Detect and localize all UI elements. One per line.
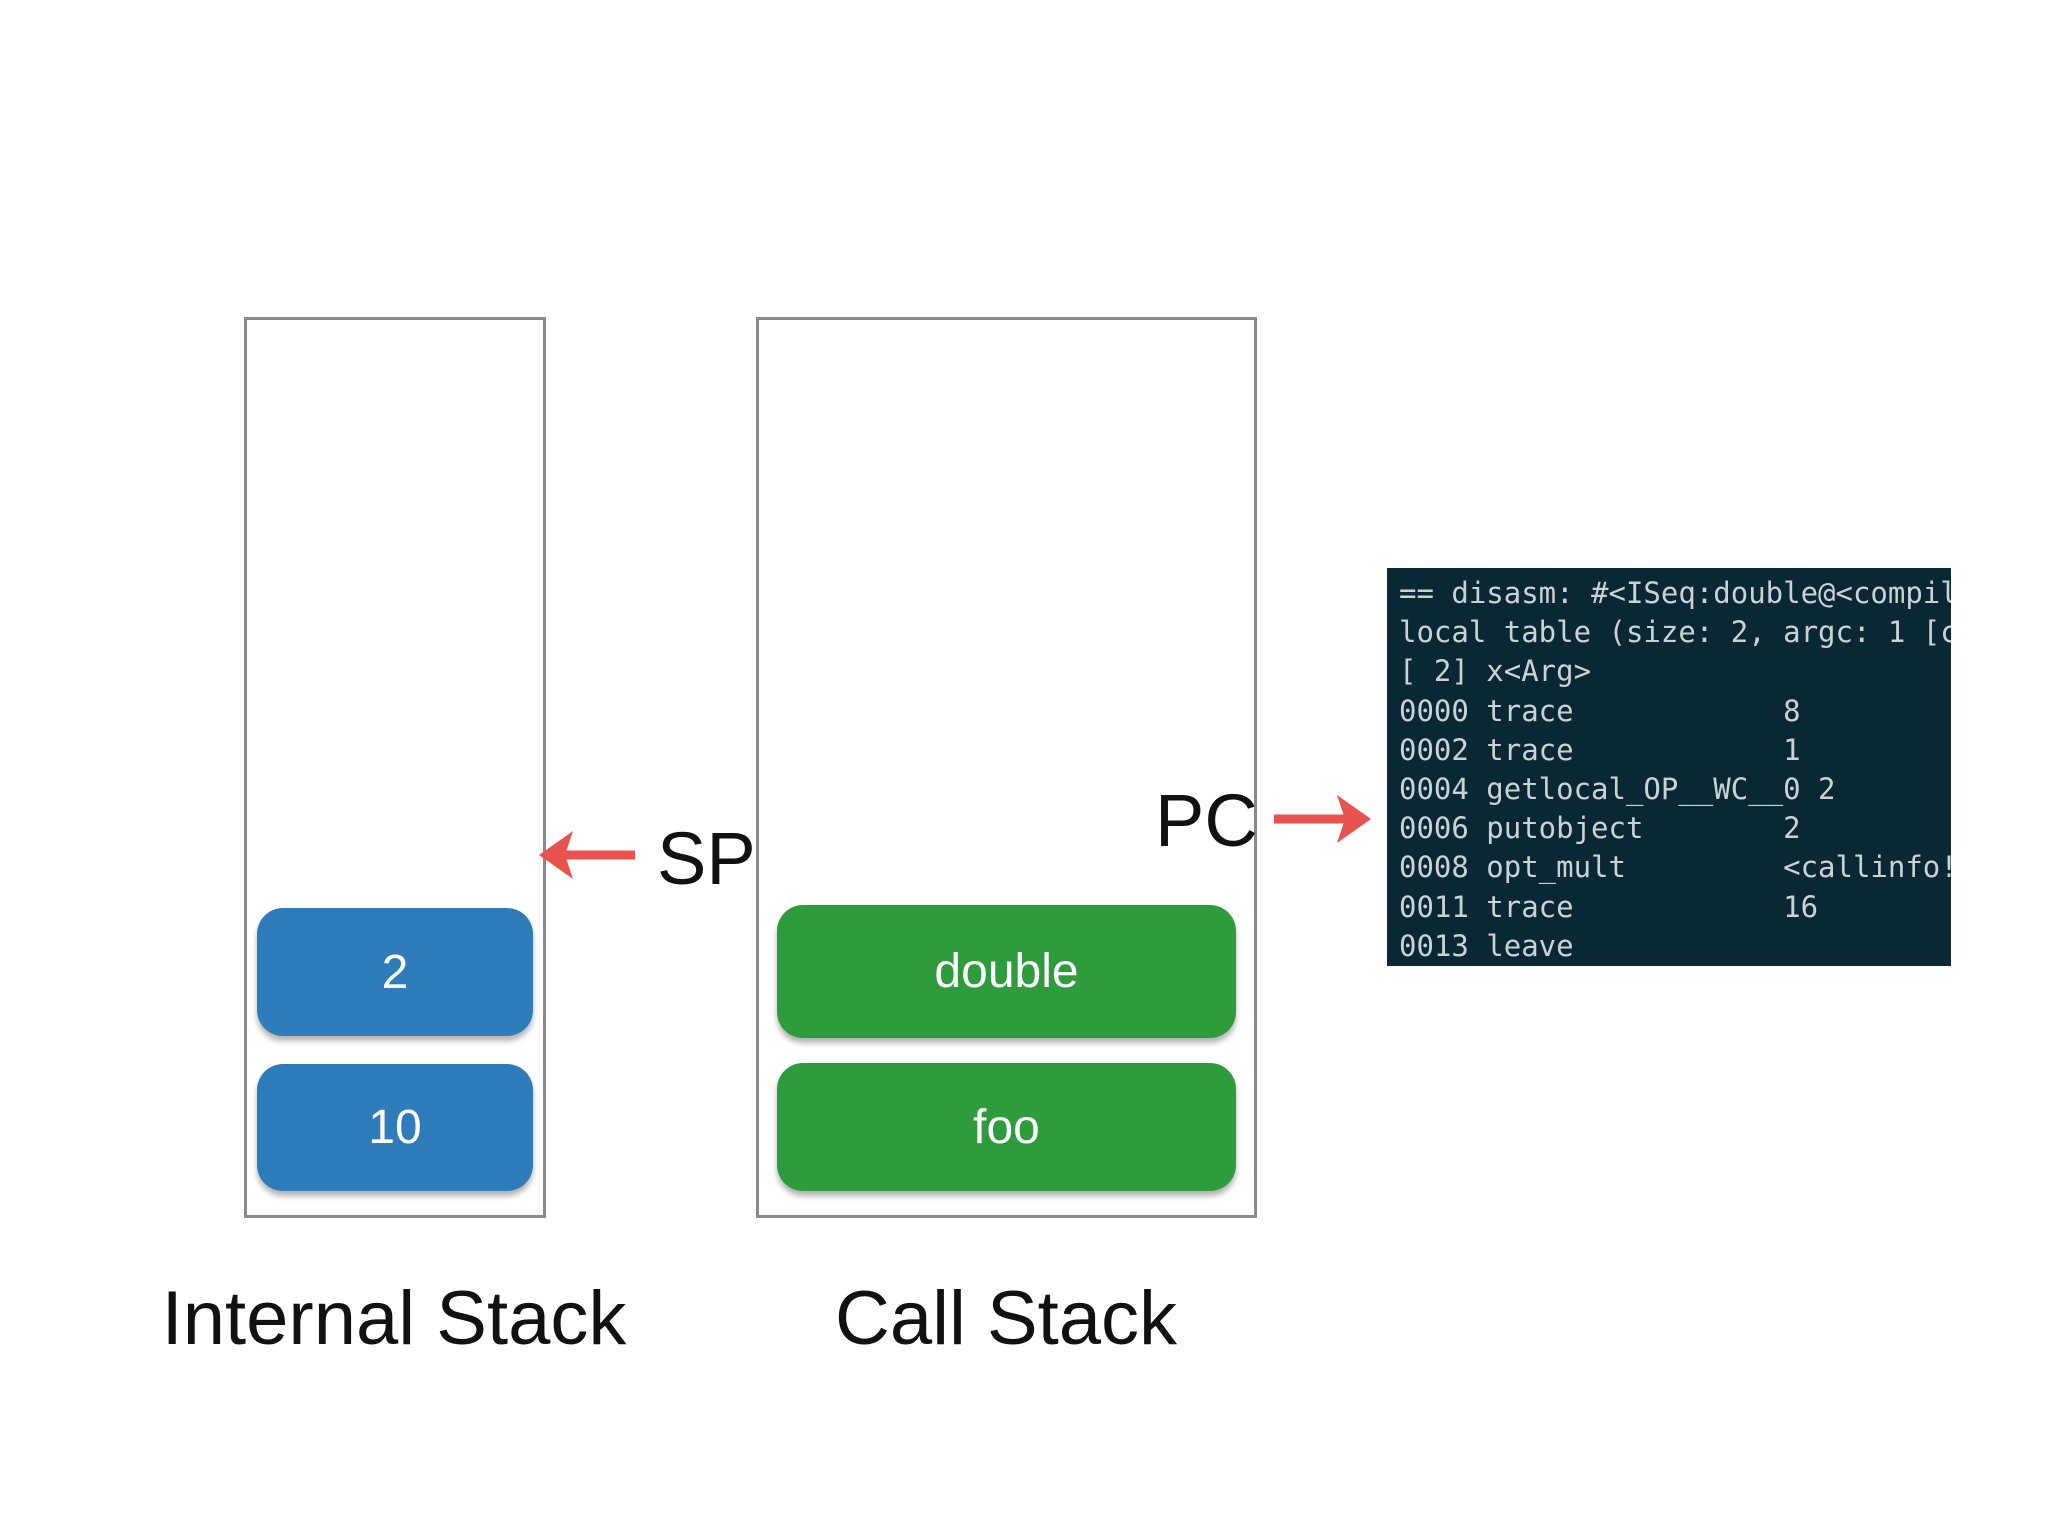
internal-stack-item: 10 bbox=[257, 1064, 533, 1191]
sp-arrow-icon bbox=[539, 831, 635, 879]
internal-stack-item: 2 bbox=[257, 908, 533, 1036]
terminal-line: [ 2] x<Arg> bbox=[1399, 654, 1592, 689]
pc-arrow-icon bbox=[1274, 795, 1371, 843]
internal-stack-frame bbox=[244, 317, 546, 1218]
terminal-line: 0011 trace 16 bbox=[1399, 889, 1819, 924]
terminal-line: 0002 trace 1 bbox=[1399, 732, 1801, 767]
terminal-line: local table (size: 2, argc: 1 [c bbox=[1399, 615, 1951, 650]
terminal-line: == disasm: #<ISeq:double@<compil bbox=[1399, 576, 1951, 610]
terminal-line: 0000 trace 8 bbox=[1399, 693, 1801, 728]
terminal-line: 0006 putobject 2 bbox=[1399, 811, 1801, 846]
sp-label: SP bbox=[657, 817, 756, 900]
terminal-line: 0008 opt_mult <callinfo! bbox=[1399, 850, 1951, 885]
call-stack-frame bbox=[756, 317, 1257, 1218]
call-stack-item: double bbox=[777, 905, 1236, 1038]
internal-stack-label: Internal Stack bbox=[161, 1276, 627, 1361]
pc-label: PC bbox=[1155, 779, 1258, 862]
call-stack-label: Call Stack bbox=[834, 1276, 1178, 1361]
terminal-line: 0004 getlocal_OP__WC__0 2 bbox=[1399, 772, 1836, 807]
disassembly-terminal: == disasm: #<ISeq:double@<compil local t… bbox=[1387, 568, 1951, 966]
call-stack-item: foo bbox=[777, 1063, 1236, 1191]
terminal-line: 0013 leave bbox=[1399, 928, 1574, 963]
